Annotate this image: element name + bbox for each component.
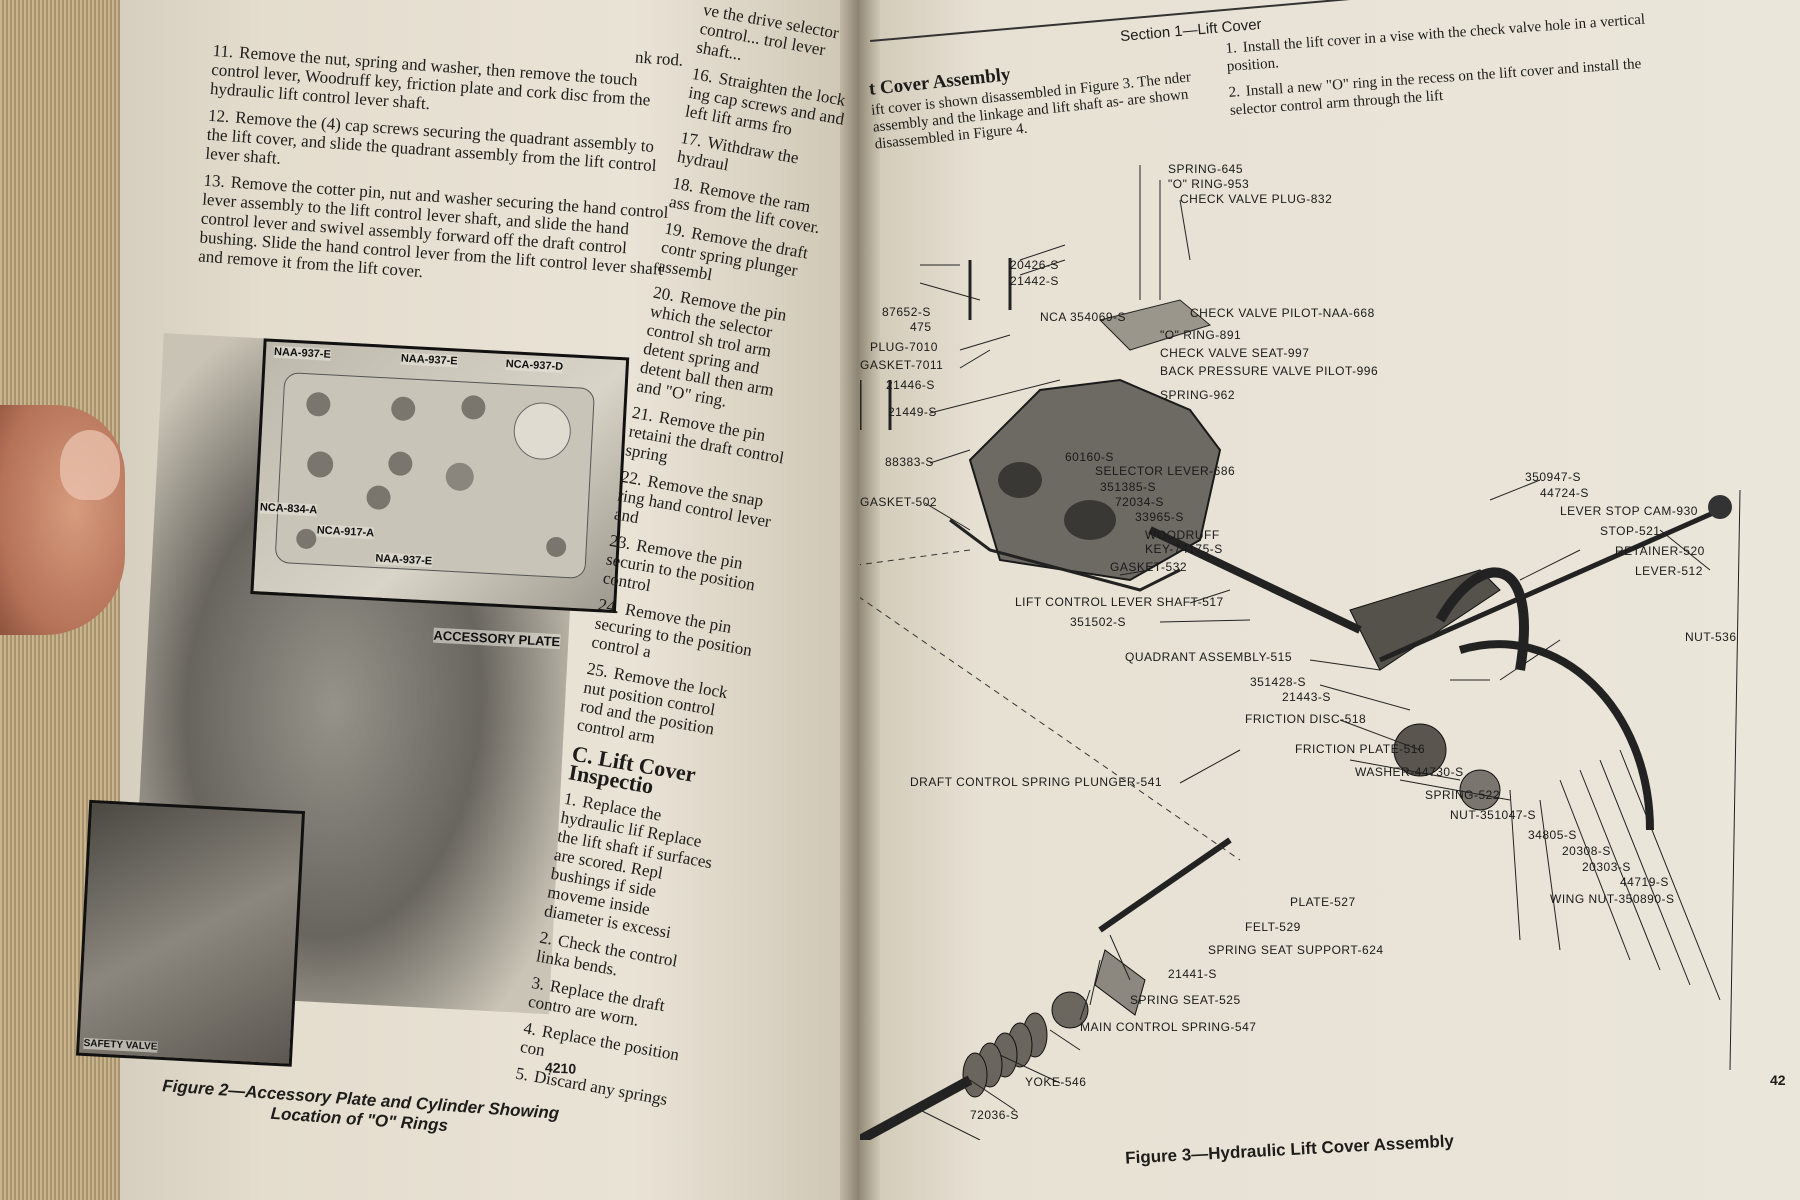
part-475: 475 [910,320,932,334]
accessory-plate-drawing [275,372,595,579]
part-draft-control-spring-plunger-541: DRAFT CONTROL SPRING PLUNGER-541 [910,775,1163,789]
part-33965-s: 33965-S [1135,510,1184,524]
figure-3-art [860,165,1741,1140]
part-check-valve-pilot: CHECK VALVE PILOT-NAA-668 [1190,306,1375,320]
part-nca-354069-s: NCA 354069-S [1040,310,1127,324]
part-lever-512: LEVER-512 [1635,564,1703,578]
part-20308-s: 20308-S [1562,844,1611,858]
part-plate-527: PLATE-527 [1290,895,1356,909]
book-gutter [840,0,880,1200]
part-44724-s: 44724-S [1540,486,1589,500]
part-nut-351047-s: NUT-351047-S [1450,808,1537,822]
part-87652-s: 87652-S [882,305,931,319]
page-number: 42 [1770,1072,1786,1088]
part-44719-s: 44719-S [1620,875,1669,889]
part-21442-s: 21442-S [1010,274,1059,288]
part-plug-7010: PLUG-7010 [870,340,938,354]
step-20: 20.Remove the pin which the selector con… [635,282,789,411]
part-21441-s: 21441-S [1168,967,1217,981]
part-felt-529: FELT-529 [1245,920,1301,934]
part-lever-stop-cam-930: LEVER STOP CAM-930 [1560,504,1698,518]
part-retainer-520: RETAINER-520 [1615,544,1705,558]
part-351385-s: 351385-S [1100,480,1157,494]
part-spring-seat-support-624: SPRING SEAT SUPPORT-624 [1208,943,1384,957]
part-key-74175-s: KEY-74175-S [1145,542,1223,556]
part-back-pressure-valve-pilot-996: BACK PRESSURE VALVE PILOT-996 [1160,364,1379,378]
part-quadrant-assembly-515: QUADRANT ASSEMBLY-515 [1125,650,1293,664]
part-21449-s: 21449-S [888,405,937,419]
part-351428-s: 351428-S [1250,675,1307,689]
part-21446-s: 21446-S [886,378,935,392]
part-woodruff: WOODRUFF [1145,528,1220,542]
part-34805-s: 34805-S [1528,828,1577,842]
part-20303-s: 20303-S [1582,860,1631,874]
part-selector-lever-686: SELECTOR LEVER-686 [1095,464,1236,478]
part-spring-522: SPRING-522 [1425,788,1501,802]
part-friction-plate-516: FRICTION PLATE-516 [1295,742,1426,756]
part-washer-44730-s: WASHER-44730-S [1355,765,1464,779]
part-wing-nut-350890-s: WING NUT-350890-S [1550,892,1675,906]
part-o-ring-891: "O" RING-891 [1160,328,1242,342]
figure-3-diagram: SPRING-645 "O" RING-953 CHECK VALVE PLUG… [860,150,1800,1140]
part-spring-seat-525: SPRING SEAT-525 [1130,993,1241,1007]
part-21443-s: 21443-S [1282,690,1331,704]
part-350947-s: 350947-S [1525,470,1582,484]
part-351502-s: 351502-S [1070,615,1127,629]
part-friction-disc-518: FRICTION DISC-518 [1245,712,1367,726]
part-spring-962: SPRING-962 [1160,388,1236,402]
part-check-valve-seat-997: CHECK VALVE SEAT-997 [1160,346,1310,360]
part-yoke-546: YOKE-546 [1025,1075,1087,1089]
part-check-valve-plug-832: CHECK VALVE PLUG-832 [1180,192,1333,206]
part-spring-645: SPRING-645 [1168,162,1244,176]
part-20426-s: 20426-S [1010,258,1059,272]
inspection-step-1: 1.Replace the hydraulic lif Replace the … [542,788,714,943]
part-nut-536: NUT-536 [1685,630,1737,644]
accessory-plate-inset: NAA-937-E NAA-937-E NCA-937-D NCA-834-A … [250,338,630,614]
part-lift-control-lever-shaft-517: LIFT CONTROL LEVER SHAFT-517 [1015,595,1224,609]
part-gasket-7011: GASKET-7011 [860,358,944,372]
figure-2: NAA-937-E NAA-937-E NCA-937-D NCA-834-A … [65,310,630,1096]
part-o-ring-953: "O" RING-953 [1168,177,1250,191]
part-72036-s: 72036-S [970,1108,1019,1122]
right-page [870,0,1800,1200]
label-safety-valve: SAFETY VALVE [83,1037,158,1053]
part-gasket-502: GASKET-502 [860,495,938,509]
part-60160-s: 60160-S [1065,450,1114,464]
part-72034-s: 72034-S [1115,495,1164,509]
part-gasket-532: GASKET-532 [1110,560,1188,574]
part-stop-521: STOP-521 [1600,524,1661,538]
part-88383-s: 88383-S [885,455,934,469]
left-page-steps: nk rod. 11.Remove the nut, spring and wa… [197,18,684,306]
safety-valve-inset: SAFETY VALVE [75,799,306,1067]
thumbnail [60,430,120,500]
part-main-control-spring-547: MAIN CONTROL SPRING-547 [1080,1020,1257,1034]
